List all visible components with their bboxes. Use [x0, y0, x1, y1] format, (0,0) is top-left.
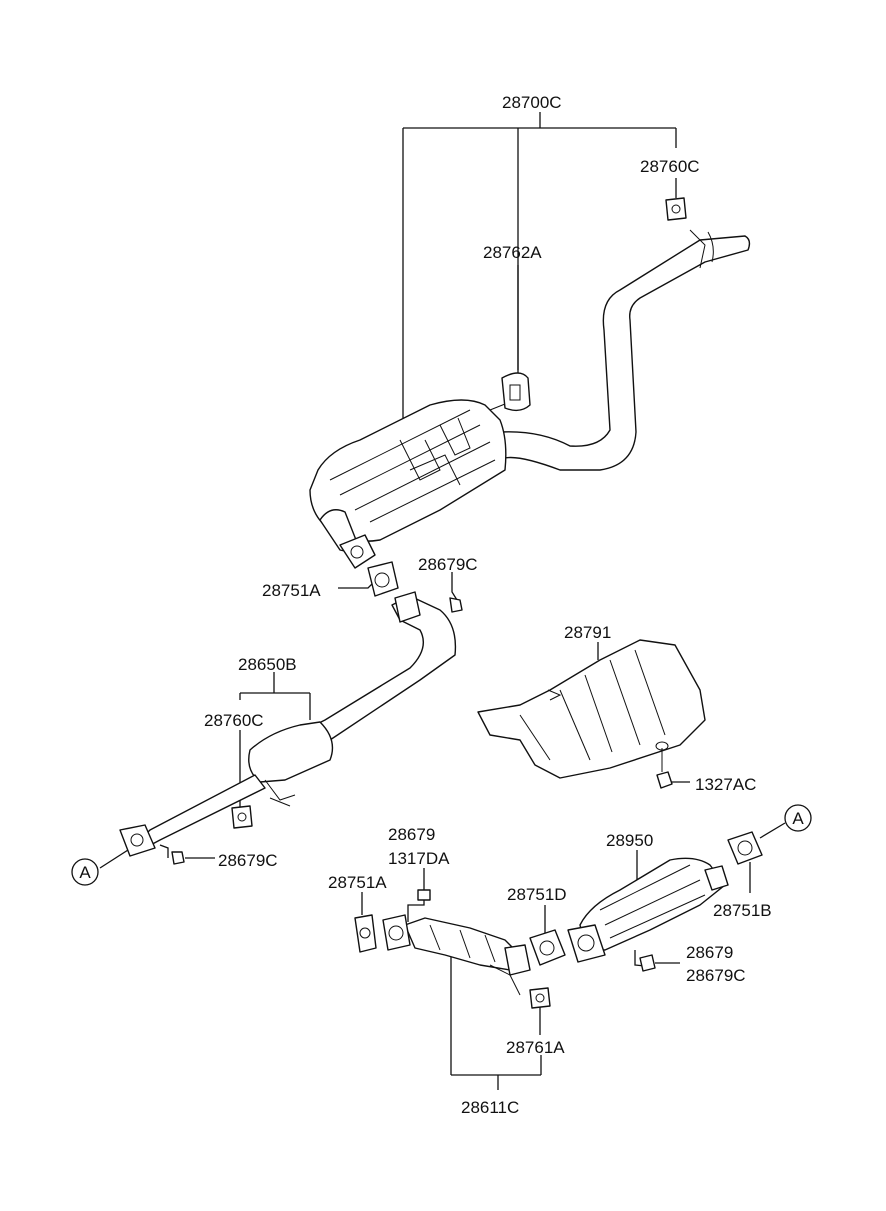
gasket-28751d [529, 929, 566, 966]
marker-a-left-label: A [79, 863, 91, 882]
callout-28611c[interactable]: 28611C [461, 1098, 519, 1117]
rubber-hanger-28761a [529, 987, 551, 1009]
rubber-hanger-28762a [501, 372, 531, 412]
nut-1327ac [655, 741, 673, 789]
callout-28751a-upper[interactable]: 28751A [262, 581, 321, 600]
callout-28679c-left[interactable]: 28679C [218, 851, 278, 870]
rubber-hanger-top [665, 197, 687, 221]
rubber-hanger-mid [231, 805, 253, 829]
callout-28791[interactable]: 28791 [564, 623, 611, 642]
gasket-upper [367, 561, 399, 597]
part-callouts: 28700C 28760C 28762A 28679C 28751A 28791… [204, 93, 772, 1117]
leader-lines [99, 112, 786, 1090]
callout-28751d[interactable]: 28751D [507, 885, 567, 904]
nut-bottom-right [639, 954, 656, 972]
callout-28950[interactable]: 28950 [606, 831, 653, 850]
catalytic-converter [567, 857, 729, 963]
callout-28700c[interactable]: 28700C [502, 93, 562, 112]
callout-28751b[interactable]: 28751B [713, 901, 772, 920]
center-muffler-assembly [119, 591, 457, 857]
callout-28762a[interactable]: 28762A [483, 243, 542, 262]
callout-28650b[interactable]: 28650B [238, 655, 297, 674]
gasket-lower-left [354, 914, 377, 953]
gasket-28751b [727, 831, 763, 865]
rear-muffler-assembly [309, 229, 751, 569]
callout-1327ac[interactable]: 1327AC [695, 775, 756, 794]
callout-28760c-top[interactable]: 28760C [640, 157, 700, 176]
front-pipe-assembly [382, 914, 531, 996]
heat-protector [477, 639, 706, 779]
callout-28679-right[interactable]: 28679 [686, 943, 733, 962]
marker-a-right-label: A [792, 809, 804, 828]
callout-1317da[interactable]: 1317DA [388, 849, 450, 868]
marker-a-right: A [784, 804, 812, 832]
callout-28679-lower[interactable]: 28679 [388, 825, 435, 844]
callout-28760c-mid[interactable]: 28760C [204, 711, 264, 730]
bolt-1317da [417, 889, 431, 901]
callout-28761a[interactable]: 28761A [506, 1038, 565, 1057]
nut-upper [449, 597, 463, 613]
callout-28679c-right[interactable]: 28679C [686, 966, 746, 985]
callout-28679c-upper[interactable]: 28679C [418, 555, 478, 574]
nut-left [171, 851, 185, 865]
marker-a-left: A [71, 858, 99, 886]
callout-28751a-lower[interactable]: 28751A [328, 873, 387, 892]
